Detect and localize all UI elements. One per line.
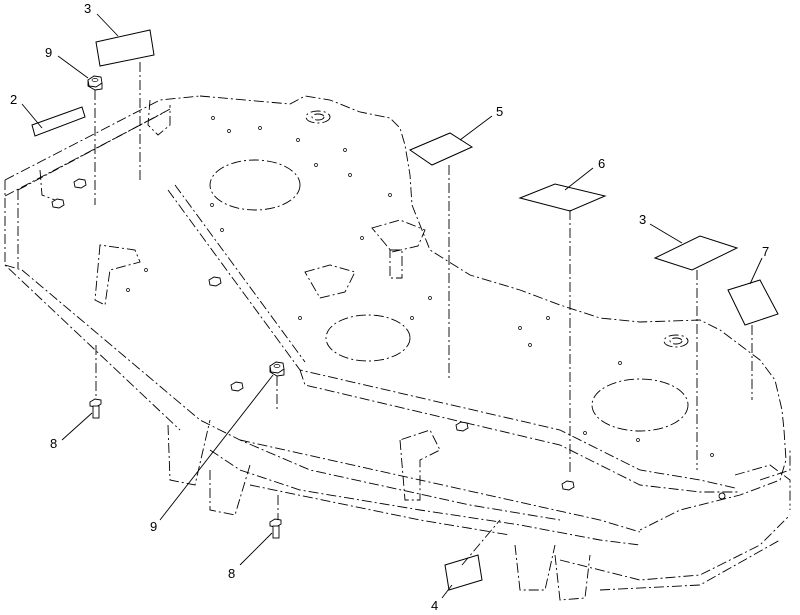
bolt-8-left: [89, 398, 102, 419]
callout-3-top: 3: [84, 1, 91, 16]
hex-nut-9-top: [87, 75, 103, 91]
callout-6: 6: [598, 156, 605, 171]
decal-7: [727, 279, 779, 326]
bolt-8-bottom: [269, 518, 282, 539]
callout-5: 5: [496, 104, 503, 119]
decal-5: [408, 132, 474, 166]
decals: [31, 29, 779, 591]
deck-outline: [4, 95, 791, 601]
deck-holes: [126, 116, 714, 457]
decal-3-right: [653, 235, 739, 271]
callout-4: 4: [431, 598, 438, 613]
decal-2: [31, 106, 86, 137]
assembly-lines: [94, 62, 753, 566]
decal-6: [518, 183, 607, 212]
callout-8-left: 8: [50, 436, 57, 451]
callout-3-right: 3: [639, 212, 646, 227]
callout-9-top: 9: [45, 45, 52, 60]
callout-labels: 3 9 2 5 6 3 7 8 9 8 4: [10, 1, 769, 613]
callout-7: 7: [762, 244, 769, 259]
callout-2: 2: [10, 92, 17, 107]
decal-3-top: [95, 29, 155, 67]
deck-nuts: [51, 178, 726, 500]
hex-nut-9-front: [269, 361, 285, 377]
callout-8-bottom: 8: [228, 566, 235, 581]
callout-9-front: 9: [150, 519, 157, 534]
leader-lines: [21, 13, 763, 599]
decal-4: [444, 554, 483, 591]
